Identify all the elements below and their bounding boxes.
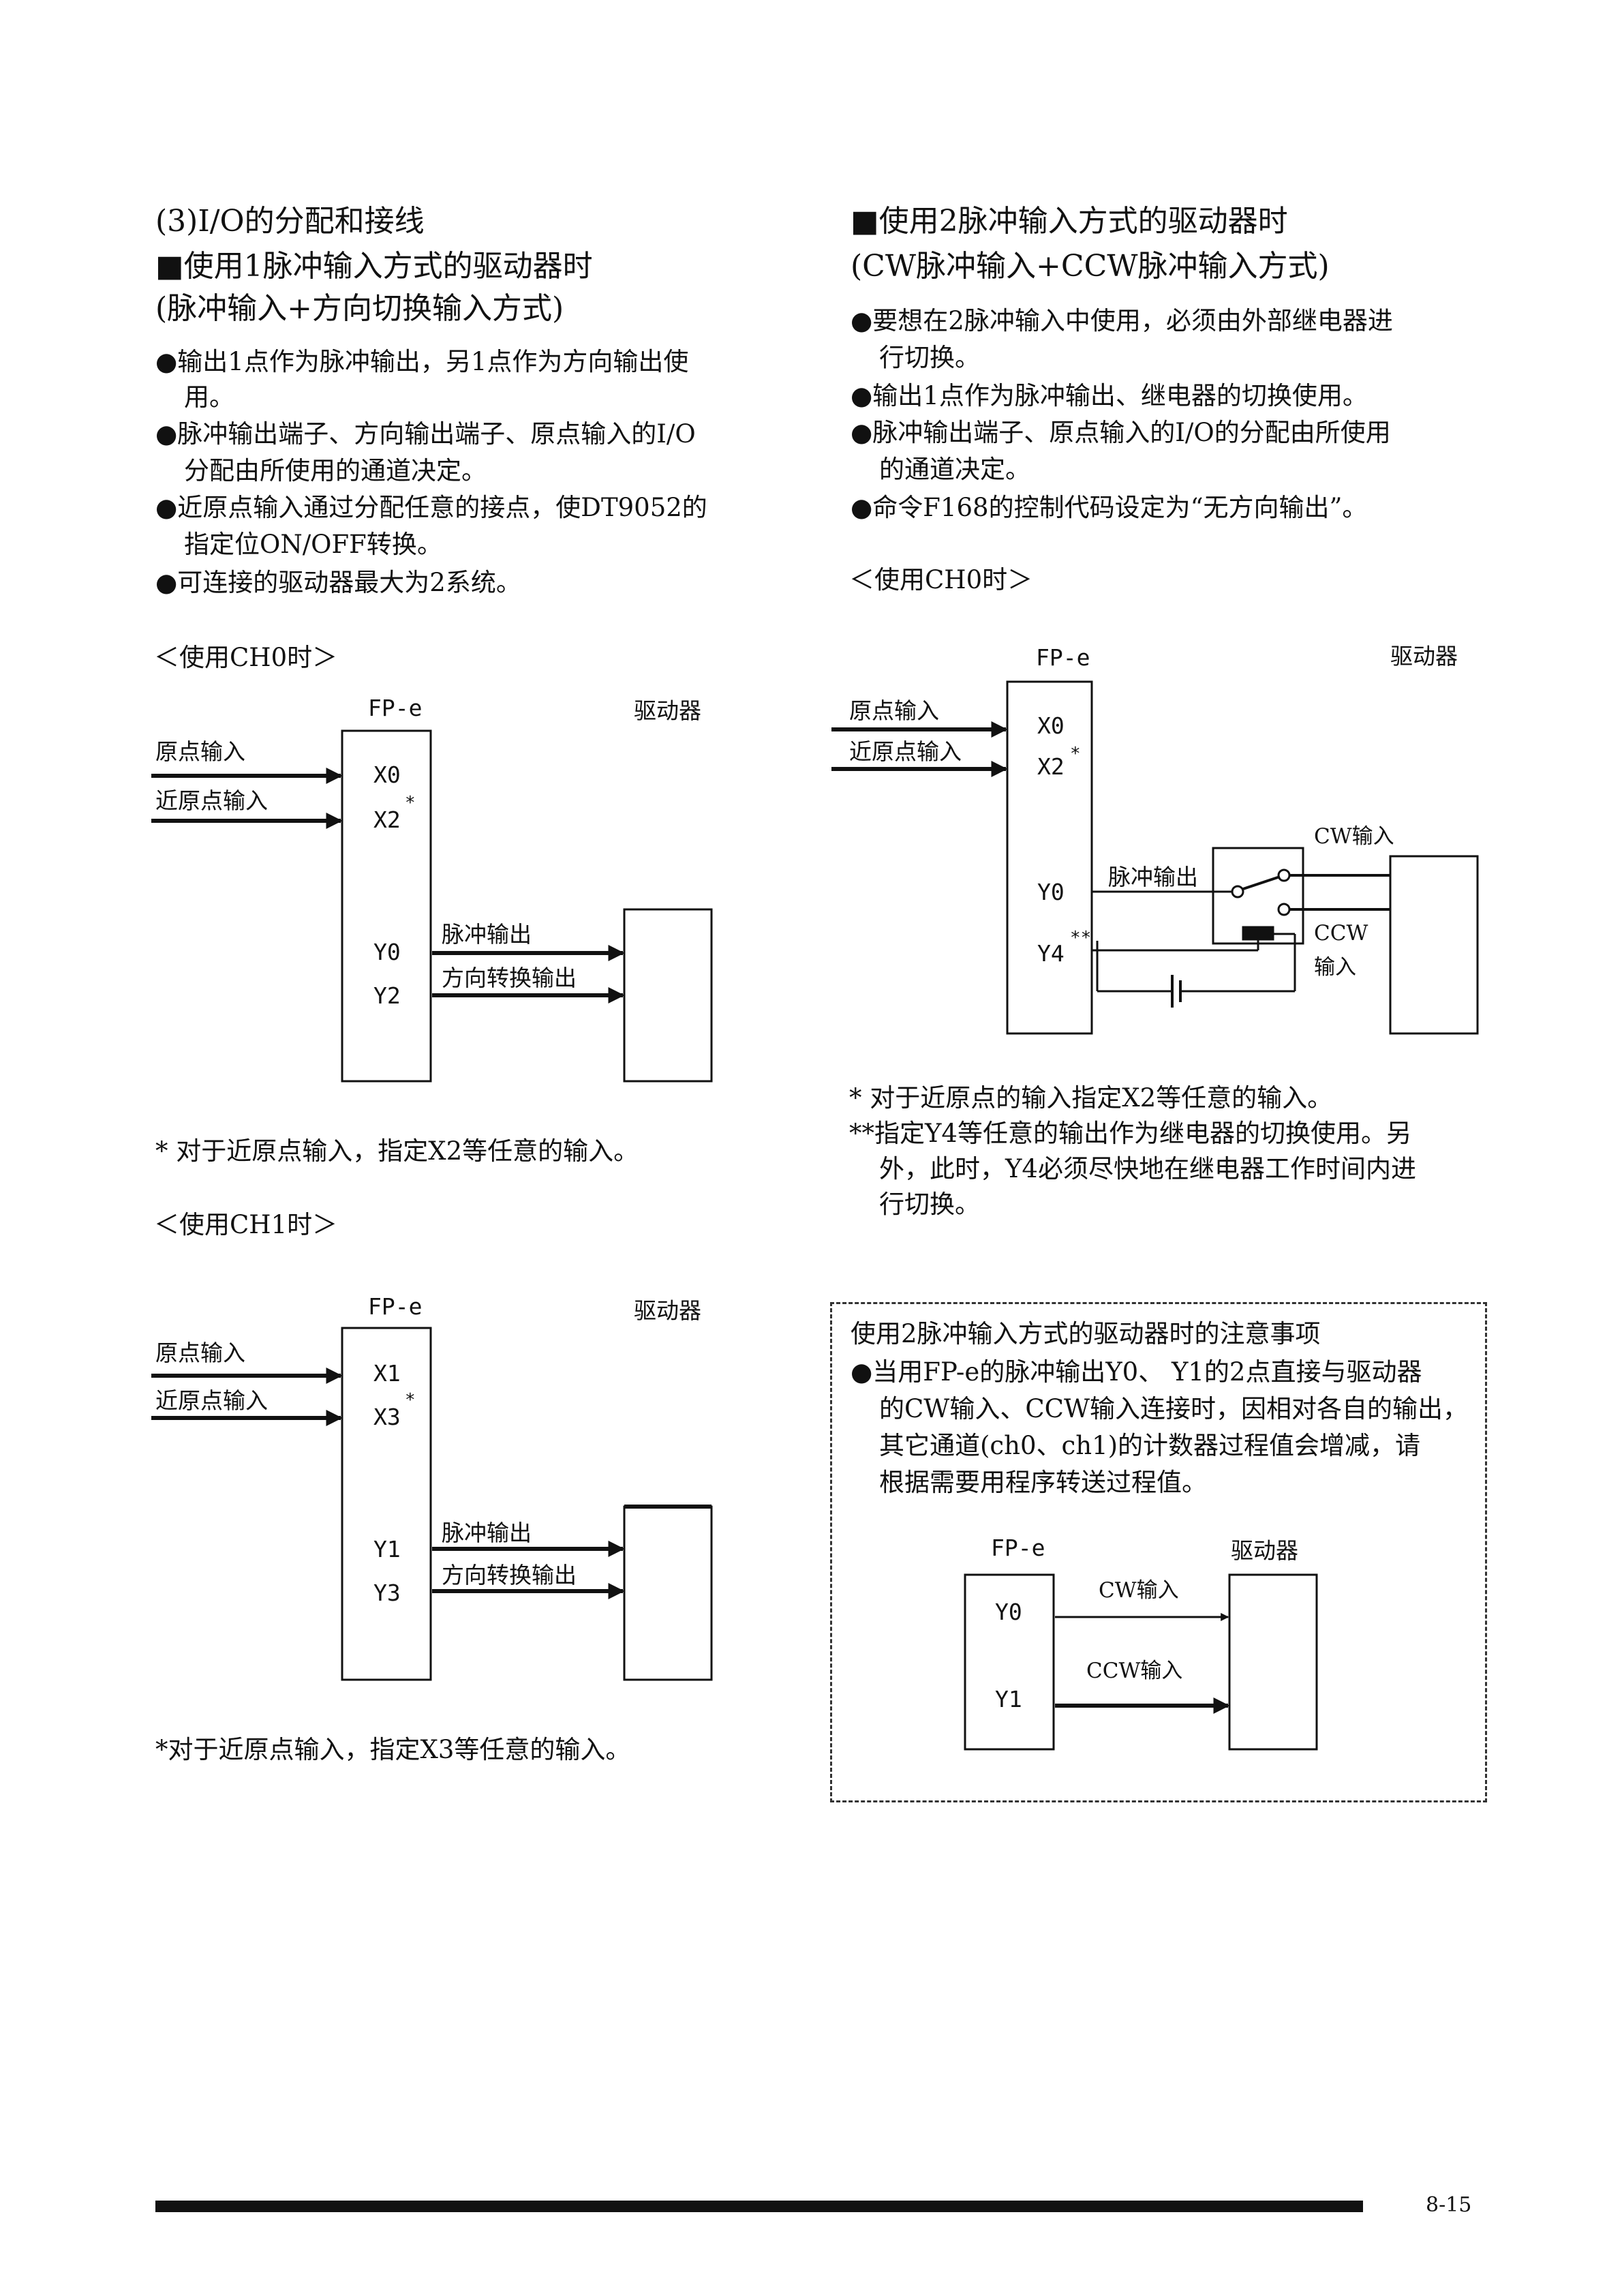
- right-bullet-1b: 行切换。: [879, 343, 980, 372]
- right-ch0-x-a: X0: [1037, 712, 1065, 739]
- left-ch1-output-1: 脉冲输出: [442, 1520, 532, 1546]
- left-subheading: (脉冲输入+方向切换输入方式): [155, 291, 564, 326]
- left-bullet-1: ●输出1点作为脉冲输出，另1点作为方向输出使: [155, 347, 689, 376]
- right-bullet-4: ●命令F168的控制代码设定为“无方向输出”。: [851, 493, 1368, 522]
- right-ch0-driver-box: [1389, 855, 1479, 1035]
- left-bullet-2b: 分配由所使用的通道决定。: [184, 456, 487, 485]
- caution-line-3: 其它通道(ch0、ch1)的计数器过程值会增减，请: [879, 1431, 1421, 1460]
- left-ch1-note: *对于近原点输入，指定X3等任意的输入。: [155, 1735, 631, 1764]
- caution-cw-label: CW输入: [1099, 1578, 1179, 1603]
- left-ch0-output-2: 方向转换输出: [442, 965, 577, 991]
- right-ch0-input-2: 近原点输入: [849, 738, 962, 765]
- right-ch0-ccw-label: CCW: [1314, 921, 1368, 946]
- left-ch0-y-a: Y0: [373, 939, 401, 965]
- caution-ccw-label: CCW输入: [1086, 1659, 1183, 1683]
- right-ch0-caption: ＜使用CH0时＞: [849, 565, 1033, 594]
- left-ch1-input-2: 近原点输入: [155, 1387, 268, 1414]
- left-ch1-caption: ＜使用CH1时＞: [154, 1210, 338, 1239]
- right-ch0-driver-label: 驱动器: [1390, 643, 1458, 669]
- left-bullet-3b: 指定位ON/OFF转换。: [184, 530, 442, 559]
- right-ch0-output-1: 脉冲输出: [1108, 864, 1198, 890]
- left-ch1-driver-box: [623, 1505, 713, 1681]
- caution-plc-label: FP-e: [991, 1535, 1045, 1561]
- right-note-2b: 外，此时，Y4必须尽快地在继电器工作时间内进: [879, 1154, 1416, 1183]
- left-ch1-input-1: 原点输入: [155, 1340, 245, 1366]
- caution-box: [830, 1302, 1487, 1802]
- right-ch0-x-b: X2: [1037, 753, 1065, 780]
- left-ch1-output-2: 方向转换输出: [442, 1562, 577, 1588]
- left-ch1-driver-label: 驱动器: [634, 1297, 701, 1324]
- left-ch0-y-b: Y2: [373, 982, 401, 1009]
- left-ch0-plc-label: FP-e: [368, 695, 423, 721]
- left-ch1-x-b: X3: [373, 1404, 401, 1430]
- left-bullet-3: ●近原点输入通过分配任意的接点，使DT9052的: [155, 493, 707, 522]
- right-note-2c: 行切换。: [879, 1190, 980, 1219]
- right-bullet-3: ●脉冲输出端子、原点输入的I/O的分配由所使用: [851, 418, 1391, 447]
- caution-title: 使用2脉冲输入方式的驱动器时的注意事项: [851, 1319, 1321, 1348]
- left-ch0-star: *: [405, 793, 416, 813]
- right-ch0-star: *: [1070, 744, 1081, 764]
- right-bullet-1: ●要想在2脉冲输入中使用，必须由外部继电器进: [851, 306, 1393, 335]
- right-bullet-2: ●输出1点作为脉冲输出、继电器的切换使用。: [851, 381, 1368, 410]
- left-ch1-y-a: Y1: [373, 1536, 401, 1562]
- left-heading: ■使用1脉冲输入方式的驱动器时: [155, 249, 593, 284]
- caution-line-2: 的CW输入、CCW输入连接时，因相对各自的输出，: [879, 1394, 1468, 1423]
- caution-y-a: Y0: [995, 1599, 1022, 1625]
- left-ch1-star: *: [405, 1390, 416, 1410]
- right-subheading: (CW脉冲输入+CCW脉冲输入方式): [851, 249, 1330, 284]
- left-ch0-x-a: X0: [373, 761, 401, 788]
- right-ch0-plc-box: [1006, 680, 1093, 1035]
- left-ch1-plc-box: [341, 1327, 432, 1681]
- footer-rule: [155, 2201, 1363, 2212]
- right-heading: ■使用2脉冲输入方式的驱动器时: [851, 204, 1288, 239]
- caution-y-b: Y1: [995, 1686, 1022, 1712]
- right-ch0-ccw-label-2: 输入: [1314, 955, 1356, 980]
- right-bullet-3b: 的通道决定。: [879, 455, 1030, 484]
- left-ch0-caption: ＜使用CH0时＞: [154, 643, 338, 672]
- left-ch0-note: * 对于近原点输入，指定X2等任意的输入。: [155, 1136, 639, 1166]
- left-bullet-2: ●脉冲输出端子、方向输出端子、原点输入的I/O: [155, 419, 696, 449]
- caution-plc-box: [964, 1573, 1055, 1751]
- caution-driver-box: [1228, 1573, 1318, 1751]
- left-ch0-output-1: 脉冲输出: [442, 921, 532, 948]
- left-ch0-x-b: X2: [373, 806, 401, 833]
- right-ch0-input-1: 原点输入: [849, 697, 939, 724]
- right-ch0-cw-label: CW输入: [1314, 824, 1394, 849]
- left-bullet-4: ●可连接的驱动器最大为2系统。: [155, 568, 521, 597]
- left-ch0-driver-box: [623, 908, 713, 1083]
- left-ch0-input-2: 近原点输入: [155, 787, 268, 814]
- right-ch0-star2: **: [1070, 928, 1092, 948]
- page-number: 8-15: [1426, 2193, 1472, 2217]
- left-bullet-1b: 用。: [184, 382, 234, 412]
- caution-line-4: 根据需要用程序转送过程值。: [879, 1468, 1207, 1497]
- section-title: (3)I/O的分配和接线: [155, 204, 425, 239]
- left-ch0-driver-label: 驱动器: [634, 697, 701, 724]
- right-ch0-y-b: Y4: [1037, 940, 1065, 967]
- right-ch0-y-a: Y0: [1037, 879, 1065, 905]
- caution-driver-label: 驱动器: [1231, 1537, 1298, 1564]
- left-ch1-y-b: Y3: [373, 1580, 401, 1606]
- left-ch0-plc-box: [341, 729, 432, 1083]
- caution-line-1: ●当用FP-e的脉冲输出Y0、 Y1的2点直接与驱动器: [851, 1357, 1422, 1387]
- left-ch1-x-a: X1: [373, 1360, 401, 1387]
- left-ch0-input-1: 原点输入: [155, 738, 245, 765]
- right-note-2: **指定Y4等任意的输出作为继电器的切换使用。另: [849, 1119, 1411, 1148]
- left-ch1-plc-label: FP-e: [368, 1293, 423, 1320]
- right-ch0-plc-label: FP-e: [1036, 644, 1090, 671]
- right-note-1: * 对于近原点的输入指定X2等任意的输入。: [849, 1083, 1333, 1113]
